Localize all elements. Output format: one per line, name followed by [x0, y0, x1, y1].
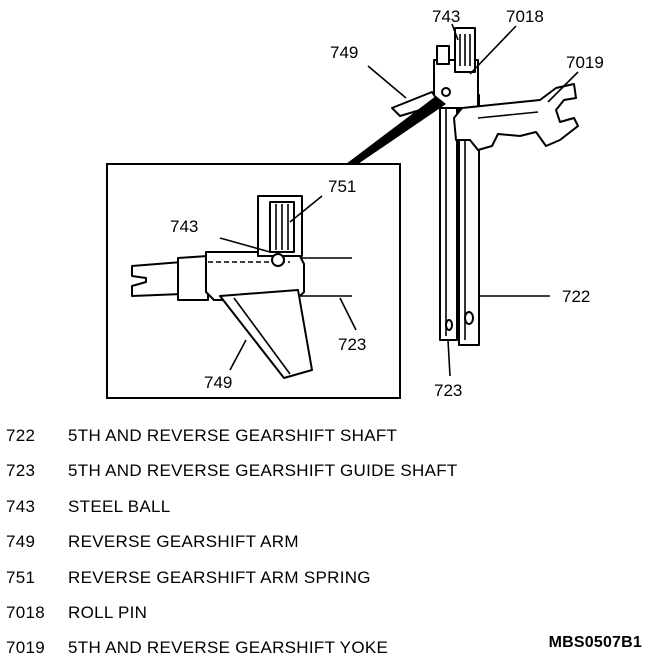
legend-description: ROLL PIN: [68, 603, 148, 622]
leader-lines: [219, 23, 579, 377]
callout-723-bottom: 723: [434, 381, 462, 400]
yoke-7019: [453, 83, 579, 151]
callout-7018: 7018: [506, 7, 544, 26]
zoom-wedge: [346, 96, 446, 164]
legend-number: 722: [6, 426, 36, 445]
legend-number: 743: [6, 497, 36, 516]
legend-number: 749: [6, 532, 36, 551]
callout-743-top: 743: [432, 7, 460, 26]
callout-7019: 7019: [566, 53, 604, 72]
callout-743-inset: 743: [170, 217, 198, 236]
legend-description: 5TH AND REVERSE GEARSHIFT YOKE: [68, 638, 389, 657]
legend-description: 5TH AND REVERSE GEARSHIFT SHAFT: [68, 426, 398, 445]
inset-shaft-723: [300, 257, 352, 297]
legend-description: REVERSE GEARSHIFT ARM SPRING: [68, 568, 371, 587]
legend-number: 7018: [6, 603, 46, 622]
legend-number: 723: [6, 461, 36, 480]
top-block: [433, 27, 479, 109]
figure-id: MBS0507B1: [548, 634, 642, 651]
inset-arm-749: [131, 195, 313, 379]
callout-749-inset: 749: [204, 373, 232, 392]
callout-751: 751: [328, 177, 356, 196]
callout-723-inset: 723: [338, 335, 366, 354]
legend-description: 5TH AND REVERSE GEARSHIFT GUIDE SHAFT: [68, 461, 458, 480]
legend-number: 7019: [6, 638, 46, 657]
legend-description: STEEL BALL: [68, 497, 171, 516]
callout-722: 722: [562, 287, 590, 306]
legend-description: REVERSE GEARSHIFT ARM: [68, 532, 299, 551]
legend-number: 751: [6, 568, 36, 587]
shaft-723: [439, 99, 458, 341]
callout-749-top: 749: [330, 43, 358, 62]
